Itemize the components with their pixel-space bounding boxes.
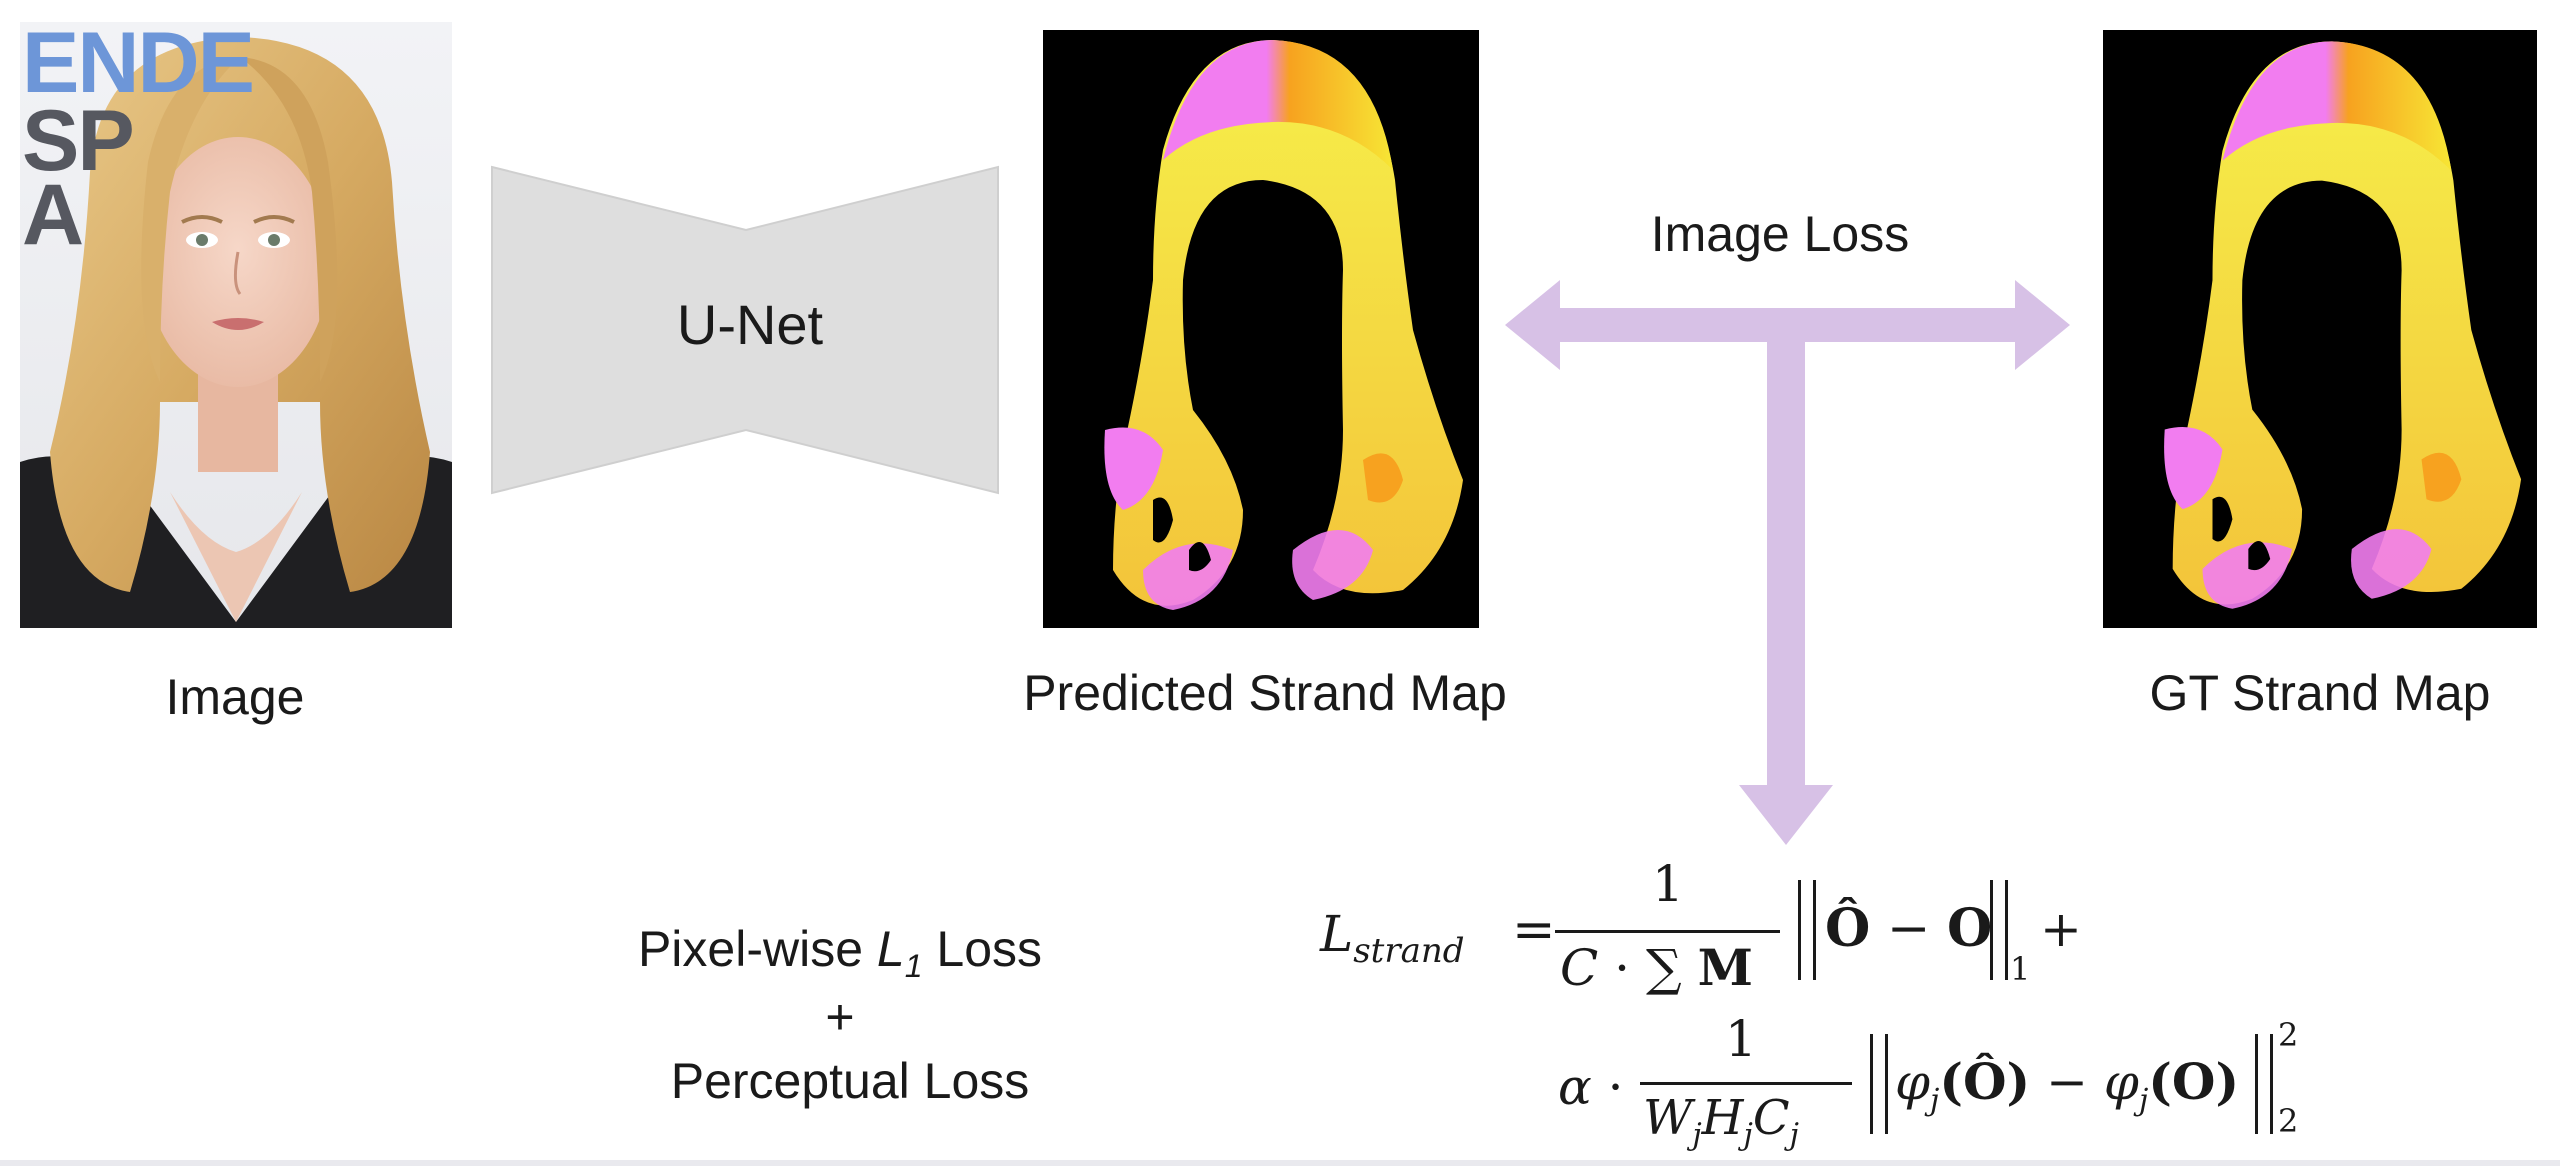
frac1-bar (1555, 930, 1780, 933)
frac2-den-c: C (1752, 1090, 1790, 1146)
predicted-strand-map (1043, 30, 1479, 628)
frac1-num: 1 (1652, 855, 1684, 913)
unet-block (491, 165, 999, 495)
lhs-var: L (1320, 905, 1354, 963)
portrait-illustration (20, 22, 452, 628)
image-loss-label: Image Loss (1650, 206, 1910, 262)
image-label: Image (165, 669, 305, 725)
arg-hat: (Ô) (1939, 1052, 2031, 1111)
frac1-den-m: M (1697, 938, 1753, 997)
unet-label: U-Net (676, 293, 824, 356)
perceptual-loss-label: Perceptual Loss (670, 1053, 1030, 1109)
norm1-left-bars (1798, 880, 1816, 980)
gt-strand-map (2103, 30, 2537, 628)
pixel-loss-var: L (876, 921, 905, 977)
input-image: ENDE SP A (20, 22, 452, 628)
pixel-loss-line: Pixel-wise L1 Loss (560, 920, 1120, 985)
norm1-right-bars (1990, 880, 2008, 980)
pixel-loss-prefix: Pixel-wise (637, 921, 877, 977)
frac2-bar (1640, 1082, 1852, 1085)
frac1-den-sum: ∑ (1645, 939, 1682, 997)
phi-2: φ (2103, 1053, 2139, 1111)
norm2-sub: 2 (2278, 1102, 2299, 1140)
gt-hair-shape (2164, 41, 2522, 609)
lhs-sub: strand (1353, 931, 1465, 971)
frac1-den: C · ∑ M (1560, 938, 1753, 997)
frac2-num: 1 (1725, 1010, 1757, 1068)
norm2-left-bars (1870, 1034, 1888, 1134)
norm2-minus: − (2046, 1053, 2089, 1111)
lhs: Lstrand (1320, 905, 1465, 971)
frac2-den-j1: j (1692, 1117, 1702, 1153)
image-loss-arrows (1505, 280, 2070, 845)
double-arrow-horizontal (1505, 280, 2070, 370)
predicted-hair-shape (1104, 40, 1463, 610)
bottom-rule (0, 1160, 2560, 1166)
norm1-o-hat: Ô (1825, 898, 1871, 959)
alpha-dot: α · (1558, 1058, 1624, 1116)
norm1-minus: − (1886, 899, 1931, 959)
frac2-den: WjHjCj (1643, 1090, 1799, 1153)
norm2-body: φj(Ô) − φj(O) (1895, 1052, 2239, 1118)
frac2-den-j3: j (1789, 1117, 1799, 1153)
frac1-den-dot: · (1614, 939, 1631, 997)
norm1-o: O (1946, 898, 1993, 959)
phi-1-sub: j (1930, 1083, 1940, 1118)
frac1-den-c: C (1560, 939, 1599, 997)
plus-sign: + (825, 989, 855, 1045)
alpha-times: · (1607, 1058, 1624, 1116)
frac2-den-j2: j (1743, 1117, 1753, 1153)
norm2-sq: 2 (2278, 1016, 2299, 1054)
frac2-den-w: W (1643, 1090, 1693, 1146)
frac2-den-h: H (1701, 1090, 1744, 1146)
arg: (O) (2148, 1052, 2240, 1111)
norm2-right-bars (2255, 1034, 2273, 1134)
phi-2-sub: j (2138, 1083, 2149, 1118)
norm1-sub: 1 (2010, 950, 2031, 988)
line1-plus: + (2040, 900, 2082, 958)
backdrop-text-2: SP (22, 93, 135, 189)
predicted-label: Predicted Strand Map (1023, 665, 1507, 721)
alpha: α (1558, 1058, 1592, 1116)
phi-1: φ (1895, 1053, 1931, 1111)
pixel-loss-sub: 1 (904, 948, 923, 984)
backdrop-text-3: A (22, 167, 84, 263)
equals-sign: = (1512, 900, 1556, 960)
gt-label: GT Strand Map (2149, 665, 2491, 721)
pixel-loss-suffix: Loss (922, 921, 1043, 977)
backdrop-text-1: ENDE (22, 22, 255, 111)
arrow-down (1739, 342, 1833, 845)
norm1-body: Ô − O (1825, 898, 1992, 959)
